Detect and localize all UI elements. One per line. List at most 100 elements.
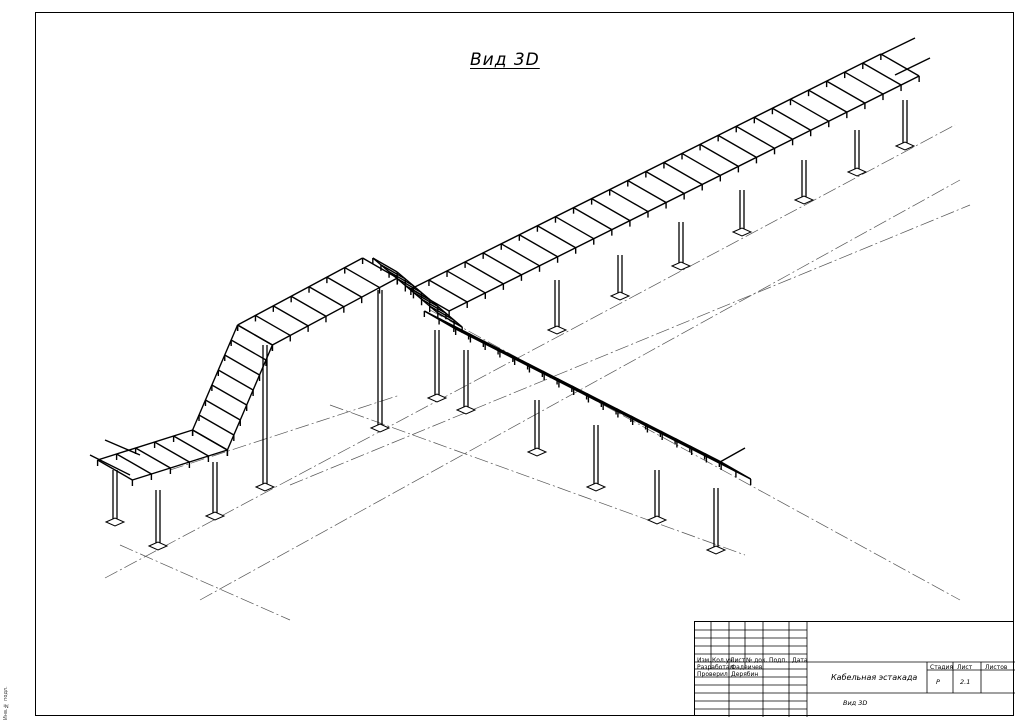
header-list: Лист [730,657,746,664]
main-tray-overhang [894,57,931,76]
branch-tray-rung [674,437,707,458]
sheet-title: Вид 3D [843,699,868,707]
slope-tray-rung [198,414,235,436]
column-base-plate [455,405,477,415]
main-tray-rung [555,216,595,240]
left-lower-tray-rail [97,429,193,461]
left-lower-tray-rung [154,441,190,463]
main-tray-rung [609,188,649,213]
column-base-plate [526,447,548,457]
main-tray-rung [735,125,775,149]
branch-tray-rung [704,452,737,473]
main-tray-rung [500,243,540,267]
column-base-plate [646,515,668,525]
header-podp: Подп. [769,657,788,664]
branch-tray-rung [689,445,722,465]
name-checker: Дерябин [731,671,759,678]
cable-trays [89,37,931,486]
main-tray-rung [753,116,793,140]
main-tray-rung [699,143,739,167]
crossover-tray-rung [437,312,463,328]
column-base-plate [585,482,607,492]
main-tray-rung [880,53,920,77]
role-checker: Проверил [697,671,728,678]
grid-axis-line [289,204,971,486]
sheets-label: Листов [985,664,1008,671]
left-lower-tray-rung [173,435,209,457]
main-tray-rung [663,161,703,186]
left-lower-tray-rung [97,459,133,481]
drawing-title: Вид 3D [470,50,540,70]
left-upper-tray-rung [344,266,380,289]
left-lower-tray-rung [192,429,228,451]
crossover-tray-rung [429,305,455,321]
main-tray-rung [573,207,613,231]
column-base-plate [546,325,568,335]
role-developer: Разработал [697,664,734,671]
sheet-value: 2.1 [960,678,971,686]
branch-tray-rung [659,430,693,450]
column-base-plate [894,141,916,151]
branch-tray-rung [571,385,604,405]
column-base-plate [104,517,126,527]
main-tray-rung [790,98,830,122]
column-base-plate [846,167,868,177]
grid-axis-line [119,544,291,621]
grid-axis-line [199,179,961,601]
branch-tray-rung [541,370,575,390]
slope-tray-rung [217,369,254,391]
branch-tray-rung [438,317,471,338]
left-tray-overhang [104,439,141,456]
slope-tray-rail [191,324,239,431]
main-tray-rung [428,279,468,303]
crossover-tray-rung [413,291,439,307]
slope-tray-rung [237,324,273,346]
branch-tray-end [719,447,746,463]
header-data: Дата [792,657,808,664]
main-tray-rung [681,152,721,177]
branch-tray-rung [482,340,516,360]
title-block: Изм. Кол.уч. Лист № док. Подп. Дата Разр… [694,621,1015,717]
main-tray-overhang [879,37,916,56]
stage-label: Стадия [930,664,954,671]
grid-axis-line [429,309,961,601]
main-tray-rung [772,107,812,131]
branch-tray-rung [645,422,678,443]
left-upper-tray-rung [255,314,291,337]
grid-axis-line [104,124,956,579]
crossover-tray-rung [421,298,447,314]
column-base-plate [254,482,276,492]
main-tray-rung [645,170,685,195]
column-base-plate [147,541,169,551]
left-upper-tray-rung [326,276,363,298]
main-tray-rung [627,179,667,204]
left-upper-tray-rail [237,257,363,326]
title-block-grid [695,622,1015,717]
left-lower-tray-rung [116,453,152,475]
slope-tray-rung [224,354,260,376]
main-tray-rung [518,234,558,258]
slope-tray-rail [226,344,274,451]
main-tray-rung [862,62,902,86]
column-base-plate [731,227,753,237]
branch-tray-rung [497,347,530,368]
header-izm: Изм. [697,657,712,664]
main-tray-rung [446,270,486,294]
left-tray-overhang [89,454,131,476]
branch-tray-rung [527,362,560,383]
branch-tray-rung [586,392,619,413]
branch-tray-rung [423,310,457,330]
slope-tray-rung [230,339,267,361]
stage-value: Р [936,678,940,686]
slope-tray-rung [205,399,241,421]
column-base-plate [609,291,631,301]
left-upper-tray-rung [290,295,327,317]
header-ndok: № док. [746,657,768,664]
column-base-plate [369,423,391,433]
column-base-plate [670,261,692,271]
object-name: Кабельная эстакада [831,673,918,682]
left-upper-tray-rung [308,286,345,308]
branch-tray-rung [630,415,663,435]
grid-axis-line [169,394,401,471]
